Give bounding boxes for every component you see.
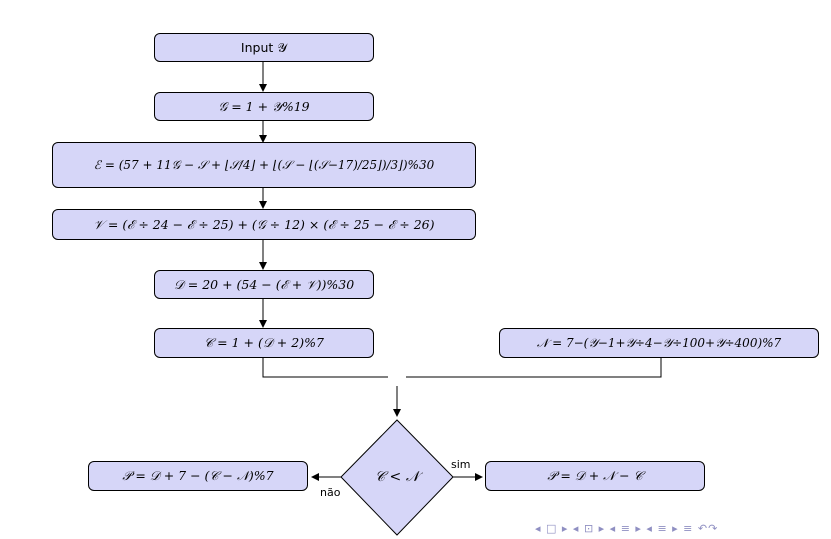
node-p-yes-label: 𝒫 = 𝒟 + 𝒩 − 𝒞 (547, 468, 643, 483)
node-input-label: Input 𝒴 (240, 39, 288, 55)
node-g-label: 𝒢 = 1 + 𝒴%19 (218, 98, 310, 114)
node-c: 𝒞 = 1 + (𝒟 + 2)%7 (154, 328, 374, 358)
node-g: 𝒢 = 1 + 𝒴%19 (154, 92, 374, 121)
node-d: 𝒟 = 20 + (54 − (ℰ + 𝒱))%30 (154, 270, 374, 299)
edge-c-merge (262, 358, 388, 378)
edge-n-merge (406, 358, 662, 378)
edge-label-no: não (320, 486, 341, 499)
node-n-label: 𝒩 = 7−(𝒴−1+𝒴÷4−𝒴÷100+𝒴÷400)%7 (536, 335, 782, 350)
node-d-label: 𝒟 = 20 + (54 − (ℰ + 𝒱))%30 (173, 276, 355, 292)
node-n: 𝒩 = 7−(𝒴−1+𝒴÷4−𝒴÷100+𝒴÷400)%7 (499, 328, 819, 358)
node-e-label: ℰ = (57 + 11𝒢 − 𝒮 + ⌊𝒮/4⌋ + ⌊(𝒮 − ⌊(𝒮−17… (93, 157, 435, 172)
decision-diamond (340, 419, 454, 536)
node-p-no: 𝒫 = 𝒟 + 7 − (𝒞 − 𝒩)%7 (88, 461, 308, 491)
node-v: 𝒱 = (ℰ ÷ 24 − ℰ ÷ 25) + (𝒢 ÷ 12) × (ℰ ÷ … (52, 209, 476, 240)
node-v-label: 𝒱 = (ℰ ÷ 24 − ℰ ÷ 25) + (𝒢 ÷ 12) × (ℰ ÷ … (93, 216, 435, 232)
node-c-label: 𝒞 = 1 + (𝒟 + 2)%7 (204, 335, 324, 350)
edge-label-yes: sim (451, 458, 471, 471)
decision-label: 𝒞 < 𝒩 (374, 469, 420, 485)
node-input: Input 𝒴 (154, 33, 374, 62)
node-e: ℰ = (57 + 11𝒢 − 𝒮 + ⌊𝒮/4⌋ + ⌊(𝒮 − ⌊(𝒮−17… (52, 142, 476, 188)
node-p-no-label: 𝒫 = 𝒟 + 7 − (𝒞 − 𝒩)%7 (122, 468, 274, 483)
node-p-yes: 𝒫 = 𝒟 + 𝒩 − 𝒞 (485, 461, 705, 491)
beamer-navigation[interactable]: ◂ □ ▸ ◂ ⊡ ▸ ◂ ≡ ▸ ◂ ≡ ▸ ≡ ↶↷ (535, 522, 719, 535)
